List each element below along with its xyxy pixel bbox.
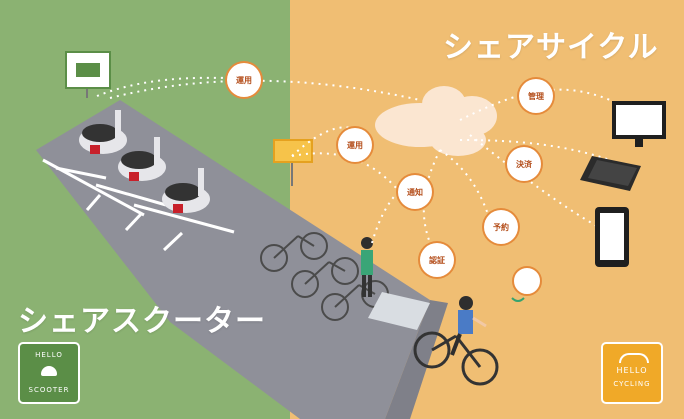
scooter-1 (79, 110, 127, 154)
bubble-c: 通知 (398, 175, 432, 209)
scooter-2 (118, 137, 166, 181)
bubble-a: 管理 (519, 79, 553, 113)
bubble-e: 認証 (420, 243, 454, 277)
logo-scooter-top: HELLO (35, 351, 63, 359)
scooter-3 (162, 168, 210, 213)
tablet (595, 207, 629, 267)
parking-lines (42, 158, 235, 252)
share-scooter-title: シェアスクーター (18, 304, 266, 339)
scooter-station-sign (65, 51, 111, 98)
bike-icon (619, 353, 649, 363)
bubble-mid: 運用 (338, 128, 372, 162)
logo-cycle-top: HELLO (616, 366, 648, 375)
bubble-b: 決済 (507, 147, 541, 181)
bubble-top: 運用 (227, 63, 261, 97)
cycle-station-sign (273, 139, 313, 186)
logo-cycle-bottom: CYCLING (613, 380, 651, 388)
hello-cycling-logo: HELLO CYCLING (601, 342, 663, 404)
cloud (375, 86, 497, 156)
iot-device (511, 266, 542, 302)
desktop-computer (580, 101, 666, 191)
bike-dock (368, 292, 430, 330)
logo-scooter-bottom: SCOOTER (28, 386, 70, 394)
share-cycle-title: シェアサイクル (443, 30, 659, 65)
bubble-d: 予約 (484, 210, 518, 244)
standing-person (361, 237, 373, 297)
hello-scooter-logo: HELLO SCOOTER (18, 342, 80, 404)
cyclist (413, 296, 499, 386)
scooter-icon (41, 366, 57, 376)
